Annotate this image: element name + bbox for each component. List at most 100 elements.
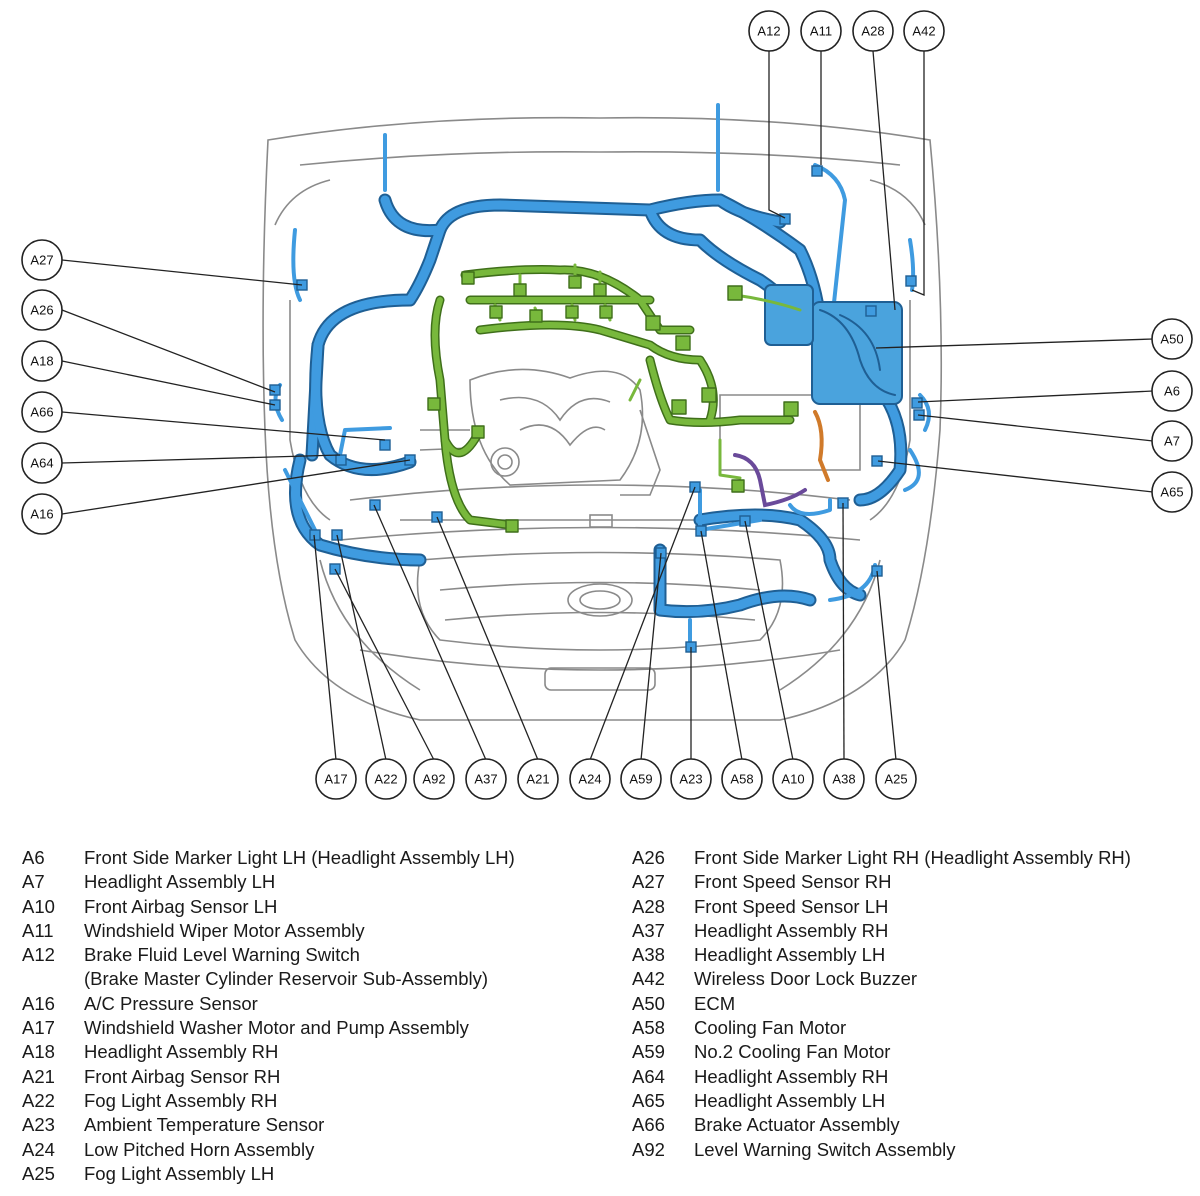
callout-A58: A58 [721, 758, 763, 800]
callout-A92: A92 [413, 758, 455, 800]
legend-row: A65 Headlight Assembly LH [632, 1089, 1192, 1113]
legend-row: A26 Front Side Marker Light RH (Headlight… [632, 846, 1192, 870]
svg-text:A92: A92 [422, 772, 445, 787]
svg-text:A6: A6 [1164, 384, 1180, 399]
legend-row: A58 Cooling Fan Motor [632, 1016, 1192, 1040]
callout-A21: A21 [517, 758, 559, 800]
legend-code: A22 [22, 1089, 55, 1111]
callout-A28: A28 [852, 10, 894, 52]
legend-description: Brake Fluid Level Warning Switch [84, 944, 360, 966]
svg-text:A42: A42 [912, 24, 935, 39]
legend-code: A58 [632, 1017, 665, 1039]
callout-A12: A12 [748, 10, 790, 52]
callout-A22: A22 [365, 758, 407, 800]
callout-A50: A50 [1151, 318, 1193, 360]
callout-A25: A25 [875, 758, 917, 800]
legend-code: A38 [632, 944, 665, 966]
callout-A7: A7 [1151, 420, 1193, 462]
callout-A64: A64 [21, 442, 63, 484]
green-harness [427, 263, 802, 533]
legend-description: Fog Light Assembly LH [84, 1162, 275, 1184]
legend-row: A92 Level Warning Switch Assembly [632, 1138, 1192, 1162]
legend-code: A92 [632, 1138, 665, 1160]
callout-A24: A24 [569, 758, 611, 800]
svg-text:A23: A23 [679, 772, 702, 787]
callout-A65: A65 [1151, 471, 1193, 513]
legend-description: Front Side Marker Light RH (Headlight As… [694, 847, 1131, 868]
svg-text:A59: A59 [629, 772, 652, 787]
legend-description: Headlight Assembly LH [694, 944, 886, 966]
legend-column-right: A26 Front Side Marker Light RH (Headlight… [632, 846, 1192, 1162]
legend-description: Front Side Marker Light LH (Headlight As… [84, 847, 515, 868]
legend-code: A28 [632, 895, 665, 917]
engine-wiring-diagram: A12 A11 A28 A42 A27 A26 A18 A66 A64 A16 … [21, 10, 1193, 800]
legend-row: A25 Fog Light Assembly LH [22, 1162, 622, 1186]
callout-A16: A16 [21, 493, 63, 535]
svg-text:A50: A50 [1160, 332, 1183, 347]
car-outline [262, 116, 943, 721]
legend-code: A27 [632, 871, 665, 893]
legend-code: A18 [22, 1041, 55, 1063]
svg-text:A10: A10 [781, 772, 804, 787]
other-leads [733, 410, 830, 508]
legend-code: A50 [632, 992, 665, 1014]
legend-code: A37 [632, 919, 665, 941]
legend-row: A10 Front Airbag Sensor LH [22, 895, 622, 919]
legend-description: Headlight Assembly LH [694, 1089, 886, 1111]
svg-text:A37: A37 [474, 772, 497, 787]
svg-text:A58: A58 [730, 772, 753, 787]
svg-text:A18: A18 [30, 354, 53, 369]
legend-code: A25 [22, 1162, 55, 1184]
legend-row: (Brake Master Cylinder Reservoir Sub-Ass… [22, 967, 622, 991]
legend-description: Low Pitched Horn Assembly [84, 1138, 315, 1160]
callout-A6: A6 [1151, 370, 1193, 412]
legend-description: Front Airbag Sensor LH [84, 895, 278, 917]
legend-row: A12 Brake Fluid Level Warning Switch [22, 943, 622, 967]
legend-code: A64 [632, 1065, 665, 1087]
svg-text:A12: A12 [757, 24, 780, 39]
svg-text:A38: A38 [832, 772, 855, 787]
svg-text:A11: A11 [810, 24, 832, 39]
callout-A23: A23 [670, 758, 712, 800]
svg-text:A27: A27 [30, 253, 53, 268]
legend-row: A42 Wireless Door Lock Buzzer [632, 967, 1192, 991]
legend-code: A24 [22, 1138, 55, 1160]
legend-code: A10 [22, 895, 55, 917]
legend-code: A12 [22, 944, 55, 966]
legend-description: Wireless Door Lock Buzzer [694, 968, 918, 990]
legend-code: A42 [632, 968, 665, 990]
legend-description: Level Warning Switch Assembly [694, 1138, 956, 1160]
legend-description: A/C Pressure Sensor [84, 992, 258, 1014]
legend-description: Fog Light Assembly RH [84, 1089, 278, 1111]
leader-lines [61, 50, 1154, 761]
legend-description: Ambient Temperature Sensor [84, 1114, 325, 1136]
legend-row: A22 Fog Light Assembly RH [22, 1089, 622, 1113]
svg-text:A17: A17 [324, 772, 347, 787]
legend-code: A65 [632, 1089, 665, 1111]
legend-code: A26 [632, 847, 665, 868]
svg-text:A7: A7 [1164, 434, 1180, 449]
blue-harness [273, 103, 931, 647]
legend-description: Headlight Assembly LH [84, 871, 276, 893]
legend-description: No.2 Cooling Fan Motor [694, 1041, 891, 1063]
legend-description: Cooling Fan Motor [694, 1017, 847, 1039]
legend-description: Headlight Assembly RH [84, 1041, 279, 1063]
callout-A66: A66 [21, 391, 63, 433]
svg-text:A26: A26 [30, 303, 53, 318]
legend-code: A11 [22, 919, 54, 941]
connector-markers [269, 165, 925, 653]
